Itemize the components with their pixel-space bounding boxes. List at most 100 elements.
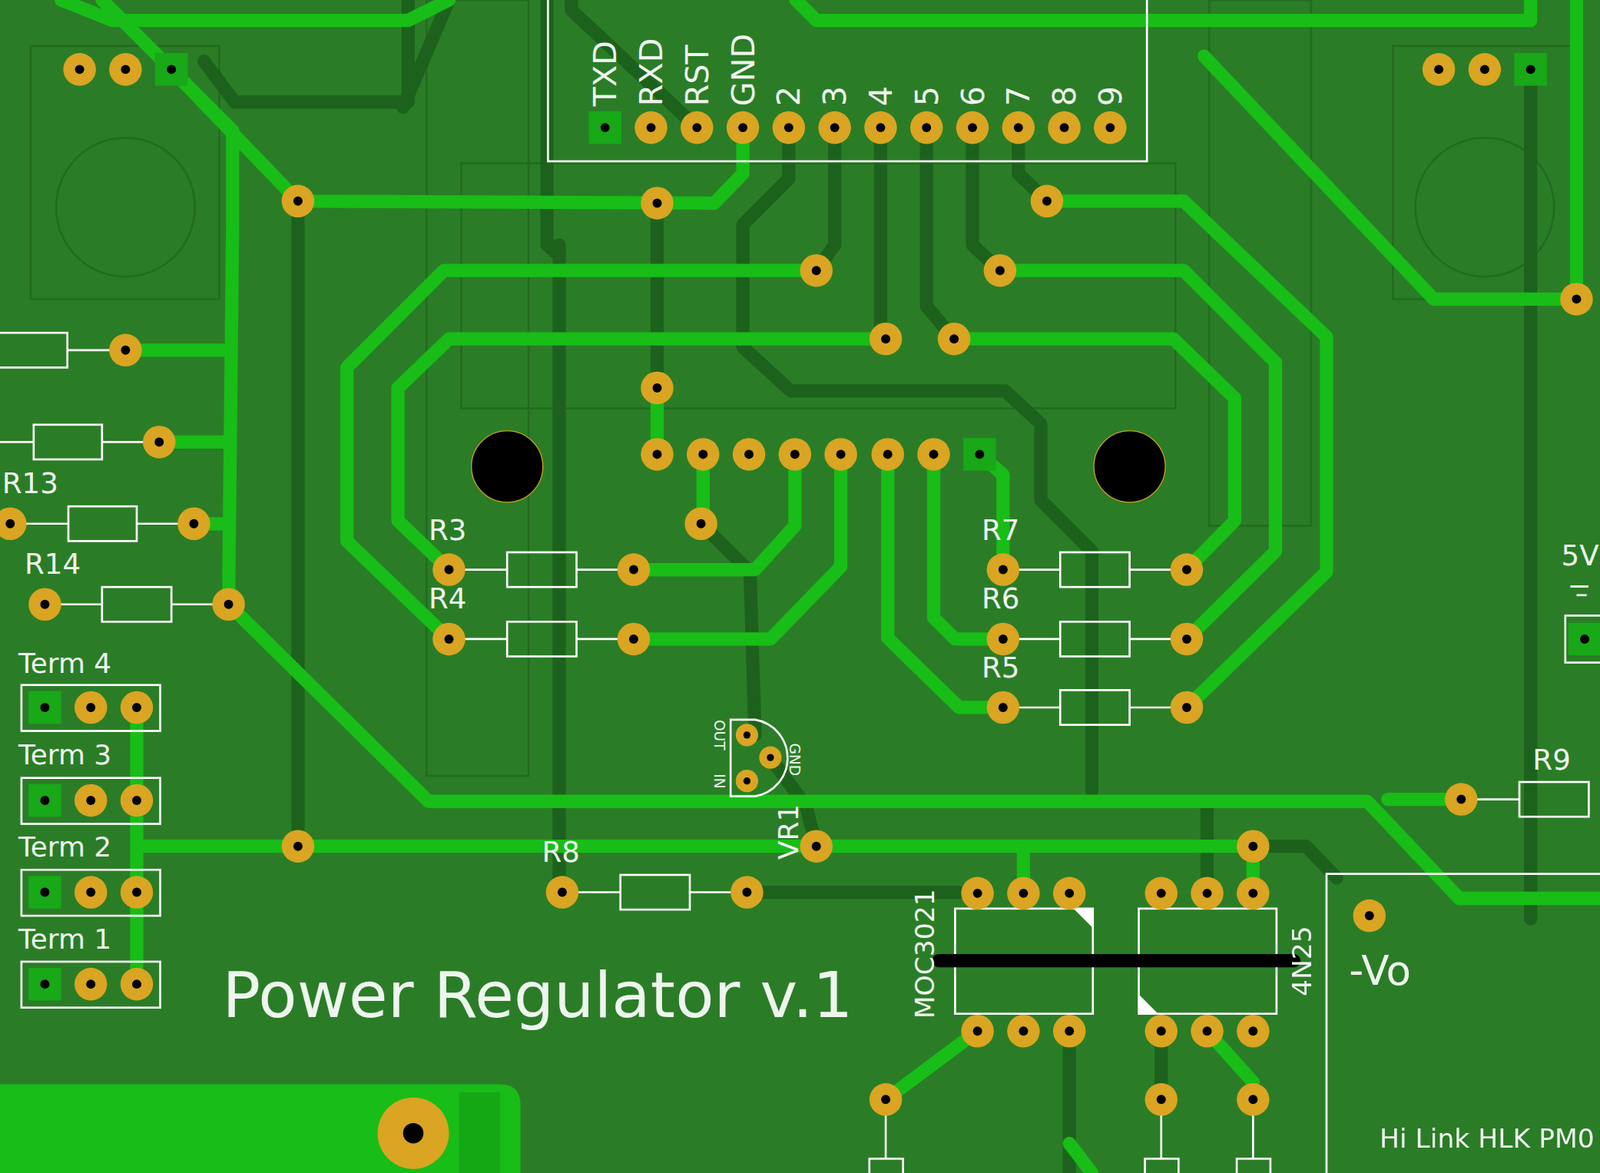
solder-pad bbox=[1422, 53, 1456, 87]
drill-hole bbox=[744, 449, 754, 459]
part-label: 4N25 bbox=[1288, 925, 1316, 997]
solder-pad bbox=[799, 829, 833, 863]
drill-hole bbox=[995, 265, 1005, 275]
terminal-label: Term 2 bbox=[18, 832, 112, 861]
solder-pad bbox=[640, 371, 674, 405]
solder-pad bbox=[1170, 553, 1204, 587]
regulator-pad bbox=[758, 745, 782, 769]
solder-pad bbox=[589, 111, 623, 145]
part-label: R13 bbox=[2, 469, 59, 498]
solder-pad bbox=[62, 53, 97, 87]
solder-pad bbox=[109, 53, 143, 87]
drill-hole bbox=[967, 122, 978, 133]
drill-hole bbox=[39, 795, 50, 805]
drill-hole bbox=[875, 122, 885, 133]
part-label: R5 bbox=[981, 654, 1021, 683]
solder-pad bbox=[799, 254, 833, 288]
part-label: VR1 bbox=[774, 804, 802, 860]
pin-name: 5 bbox=[910, 86, 943, 107]
drill-hole bbox=[120, 64, 130, 74]
drill-hole bbox=[743, 731, 751, 739]
solder-pad bbox=[987, 553, 1021, 587]
solder-pad bbox=[1236, 829, 1270, 863]
drill-hole bbox=[881, 1094, 891, 1104]
solder-pad bbox=[1236, 1083, 1270, 1117]
drill-hole bbox=[652, 198, 663, 208]
drill-hole bbox=[86, 795, 96, 805]
solder-pad bbox=[1047, 111, 1081, 145]
drill-hole bbox=[1042, 196, 1052, 206]
solder-pad bbox=[1444, 782, 1478, 816]
drill-hole bbox=[973, 1026, 983, 1036]
pin-name: RXD bbox=[635, 38, 667, 107]
drill-hole bbox=[742, 887, 752, 898]
drill-hole bbox=[1571, 294, 1581, 304]
solder-pad bbox=[1002, 111, 1036, 145]
solder-pad bbox=[120, 784, 154, 818]
pin-name: 8 bbox=[1048, 86, 1080, 107]
drill-hole bbox=[1248, 888, 1258, 898]
drill-hole bbox=[86, 702, 96, 713]
solder-pad bbox=[640, 186, 674, 220]
solder-pad bbox=[28, 587, 62, 621]
pin-name: OUT bbox=[712, 719, 727, 751]
drill-hole bbox=[293, 196, 303, 206]
solder-pad bbox=[1468, 53, 1502, 87]
solder-pad bbox=[910, 111, 944, 145]
drill-hole bbox=[743, 777, 751, 785]
drill-hole bbox=[1248, 1094, 1258, 1104]
drill-hole bbox=[120, 345, 130, 355]
part-label: R6 bbox=[981, 585, 1021, 614]
solder-pad bbox=[824, 437, 858, 471]
solder-pad bbox=[1170, 622, 1204, 656]
drill-hole bbox=[698, 449, 708, 459]
solder-pad bbox=[28, 691, 62, 725]
drill-hole bbox=[881, 334, 891, 344]
drill-hole bbox=[1456, 795, 1466, 805]
drill-hole bbox=[39, 599, 50, 610]
drill-hole bbox=[39, 702, 50, 713]
board-title: Power Regulator v.1 bbox=[222, 963, 854, 1027]
header-connector: TXDRXDRSTGND23456789 bbox=[547, 0, 1147, 162]
solder-pad bbox=[987, 622, 1021, 656]
drill-hole bbox=[1480, 64, 1490, 74]
drill-hole bbox=[1156, 888, 1167, 898]
drill-hole bbox=[132, 887, 142, 898]
solder-pad bbox=[1190, 877, 1224, 911]
drill-hole bbox=[5, 519, 15, 529]
drill-hole bbox=[1364, 910, 1375, 921]
solder-pad bbox=[960, 1014, 994, 1048]
solder-pad bbox=[732, 437, 766, 471]
solder-pad bbox=[917, 437, 951, 471]
drill-hole bbox=[444, 634, 454, 644]
solder-pad bbox=[772, 111, 806, 145]
regulator-pad bbox=[735, 769, 759, 792]
drill-hole bbox=[1182, 702, 1192, 713]
drill-hole bbox=[646, 122, 656, 133]
part-label: R7 bbox=[981, 516, 1021, 545]
pin-name: 7 bbox=[1002, 86, 1034, 107]
solder-pad bbox=[1236, 877, 1270, 911]
drill-hole bbox=[132, 795, 142, 805]
drill-hole bbox=[696, 519, 706, 529]
drill-hole bbox=[166, 64, 176, 74]
drill-hole bbox=[1060, 122, 1070, 133]
pin-name: 6 bbox=[956, 86, 988, 107]
solder-pad bbox=[686, 437, 720, 471]
solder-pad bbox=[74, 691, 108, 725]
drill-hole bbox=[1156, 1026, 1167, 1036]
pin-name: 3 bbox=[818, 86, 851, 107]
solder-pad bbox=[871, 437, 905, 471]
drill-hole bbox=[557, 887, 567, 898]
drill-hole bbox=[998, 634, 1008, 644]
terminal-label: Term 1 bbox=[18, 924, 112, 953]
drill-hole bbox=[75, 64, 85, 74]
drill-hole bbox=[1018, 888, 1028, 898]
solder-pad bbox=[1007, 1014, 1041, 1048]
solder-pad bbox=[74, 784, 108, 818]
drill-hole bbox=[790, 449, 800, 459]
part-label: R8 bbox=[541, 838, 580, 867]
drill-hole bbox=[998, 702, 1008, 713]
solder-pad bbox=[281, 829, 315, 863]
